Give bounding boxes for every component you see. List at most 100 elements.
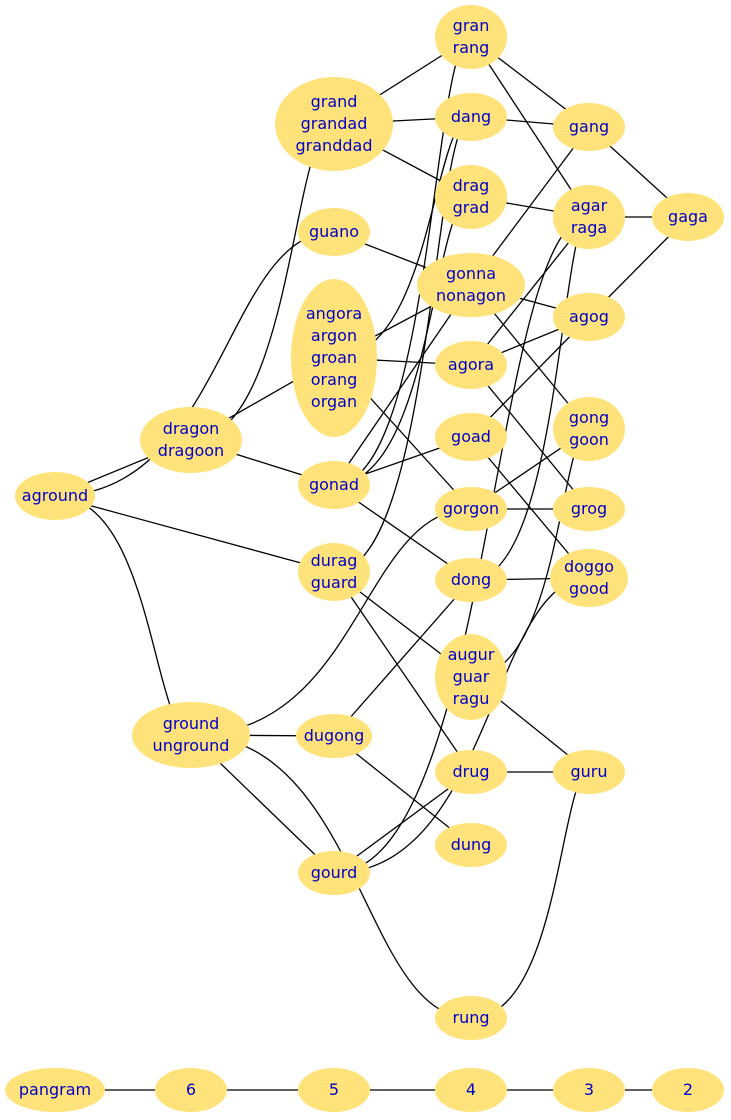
node-guano[interactable]: guano (298, 208, 370, 256)
node-r6[interactable]: 6 (155, 1068, 227, 1112)
node-grog[interactable]: grog (553, 487, 625, 531)
node-label: dragon (163, 419, 220, 438)
node-ellipse (298, 543, 370, 601)
node-label: good (569, 579, 609, 598)
node-label: granddad (296, 136, 373, 155)
node-label: guar (453, 667, 490, 686)
node-dugong[interactable]: dugong (296, 714, 372, 758)
edge-durag-drug (333, 571, 472, 773)
node-label: guano (309, 222, 359, 241)
node-ground[interactable]: ground unground (132, 702, 250, 768)
node-ellipse (435, 823, 507, 867)
edge-dugong-dong (333, 579, 472, 737)
edge-gourd-doggo (333, 577, 590, 874)
node-rung[interactable]: rung (435, 996, 507, 1040)
node-label: dang (451, 107, 491, 126)
node-label: aground (22, 486, 88, 505)
node-gang[interactable]: gang (553, 103, 625, 151)
node-label: groan (311, 348, 357, 367)
node-ellipse (550, 549, 628, 607)
node-r2[interactable]: 2 (652, 1068, 724, 1112)
node-label: dong (451, 570, 491, 589)
node-ellipse (298, 461, 370, 509)
node-r5[interactable]: 5 (298, 1068, 370, 1112)
node-label: grad (453, 198, 490, 217)
node-dung[interactable]: dung (435, 823, 507, 867)
node-label: 4 (466, 1080, 476, 1099)
node-label: dung (451, 835, 492, 854)
node-agora[interactable]: agora (435, 341, 507, 389)
node-label: drag (453, 176, 490, 195)
node-r4[interactable]: 4 (435, 1068, 507, 1112)
node-label: dugong (304, 726, 365, 745)
node-gran[interactable]: gran rang (435, 5, 507, 69)
node-ellipse (435, 996, 507, 1040)
node-label: angora (306, 304, 362, 323)
node-gaga[interactable]: gaga (652, 193, 724, 241)
node-ellipse (652, 1068, 724, 1112)
node-label: gaga (668, 207, 708, 226)
node-label: guru (570, 762, 607, 781)
node-dang[interactable]: dang (435, 93, 507, 141)
nodes-layer: agrounddragondragoongroundungroundgrandg… (5, 5, 724, 1112)
node-ellipse (652, 193, 724, 241)
node-label: 2 (683, 1080, 693, 1099)
node-ellipse (553, 397, 625, 461)
node-gourd[interactable]: gourd (298, 851, 370, 895)
node-drug[interactable]: drug (435, 750, 507, 794)
node-pangram[interactable]: pangram (5, 1068, 105, 1112)
node-ellipse (435, 413, 507, 461)
node-dragon[interactable]: dragon dragoon (140, 407, 242, 473)
node-label: gourd (311, 863, 358, 882)
node-label: nonagon (436, 286, 506, 305)
node-r3[interactable]: 3 (553, 1068, 625, 1112)
node-label: rang (453, 38, 490, 57)
node-dong[interactable]: dong (435, 558, 507, 602)
node-label: doggo (564, 557, 614, 576)
node-ellipse (298, 1068, 370, 1112)
node-agog[interactable]: agog (553, 293, 625, 341)
node-ellipse (435, 93, 507, 141)
node-label: gonna (446, 264, 496, 283)
node-doggo[interactable]: doggo good (550, 549, 628, 607)
node-label: gran (453, 16, 490, 35)
edge-aground-durag (54, 495, 335, 573)
node-ellipse (553, 487, 625, 531)
edge-gourd-agar (333, 216, 590, 874)
node-ellipse (435, 1068, 507, 1112)
node-ellipse (5, 1068, 105, 1112)
node-label: raga (571, 218, 607, 237)
node-ellipse (298, 851, 370, 895)
edge-gran-agar (470, 36, 590, 218)
node-label: dragoon (158, 441, 224, 460)
node-label: agora (448, 355, 494, 374)
node-label: goad (451, 427, 491, 446)
node-label: 5 (329, 1080, 339, 1099)
edge-ground-gorgon (190, 508, 472, 736)
node-gonad[interactable]: gonad (298, 461, 370, 509)
node-guru[interactable]: guru (553, 750, 625, 794)
node-ellipse (296, 714, 372, 758)
node-ellipse (155, 1068, 227, 1112)
node-label: grand (311, 92, 358, 111)
edge-dugong-dung (333, 735, 472, 846)
node-ellipse (275, 77, 393, 171)
node-label: grog (571, 499, 607, 518)
node-label: gang (569, 117, 609, 136)
node-gonna[interactable]: gonna nonagon (417, 253, 525, 317)
node-label: pangram (19, 1080, 91, 1099)
edge-aground-guano (54, 231, 335, 497)
node-label: unground (153, 736, 230, 755)
node-label: ground (163, 714, 220, 733)
node-aground[interactable]: aground (15, 472, 95, 520)
node-gorgon[interactable]: gorgon (435, 487, 507, 531)
node-goad[interactable]: goad (435, 413, 507, 461)
node-drag[interactable]: drag grad (435, 165, 507, 229)
